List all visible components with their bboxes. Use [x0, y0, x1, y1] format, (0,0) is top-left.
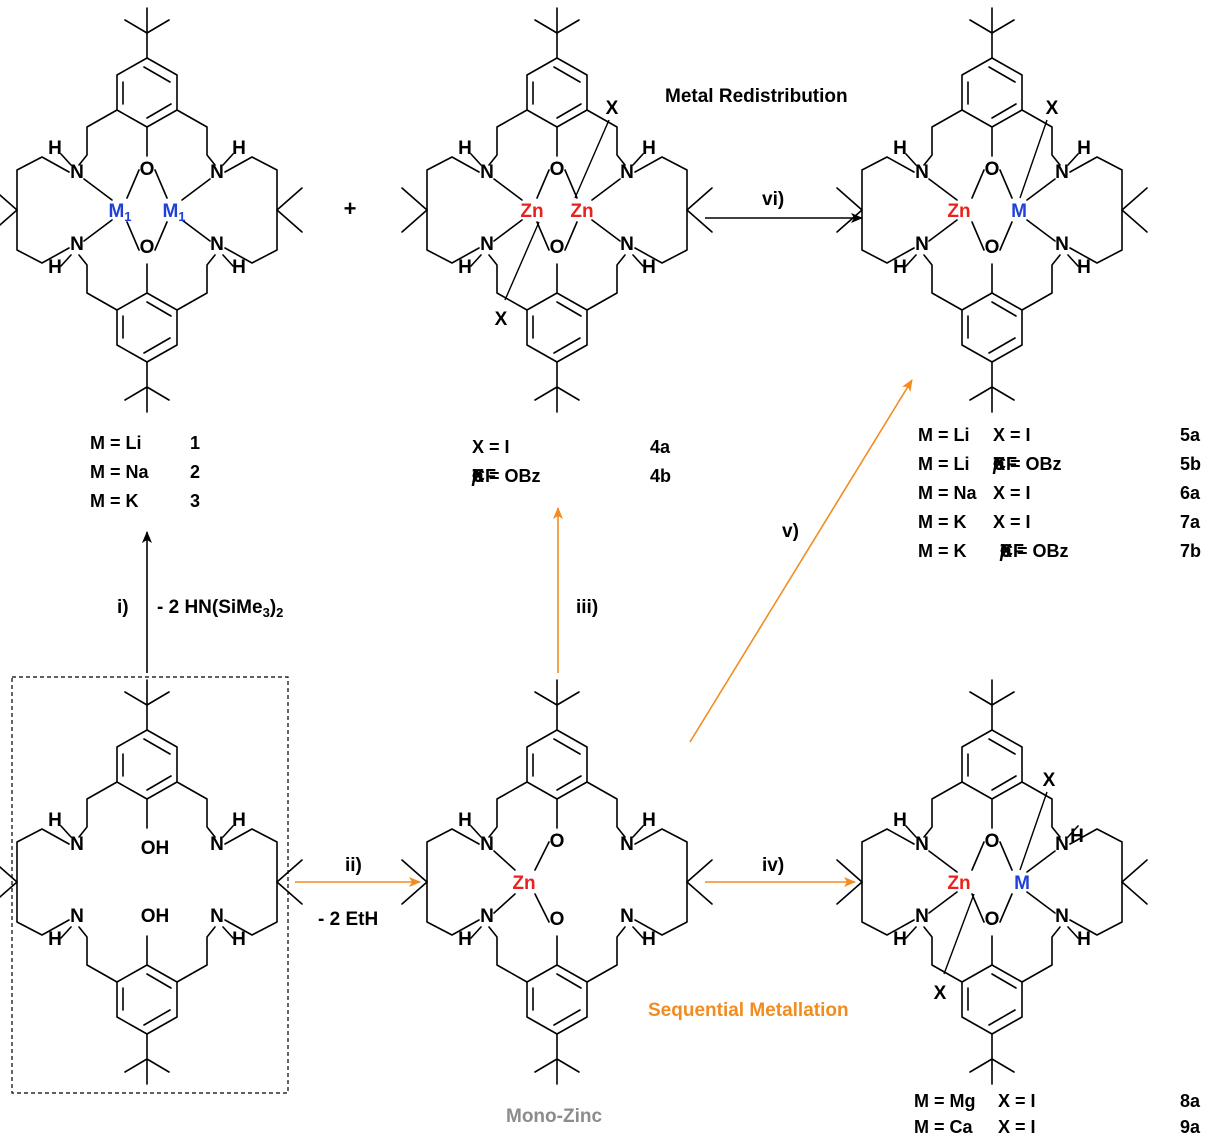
ligand-x: X	[495, 309, 508, 330]
atom-h: H	[458, 929, 472, 950]
atom-h: H	[893, 929, 907, 950]
molecule-zinc-metal: N N N N H H H H O O Zn M X	[836, 7, 1148, 413]
atom-h: H	[232, 929, 246, 950]
atom-oh: OH	[141, 838, 170, 859]
heading-sequential-metallation: Sequential Metallation	[648, 1000, 849, 1021]
atom-n: N	[210, 834, 224, 855]
atom-o: O	[550, 831, 565, 852]
atom-h: H	[1077, 138, 1091, 159]
atom-o: O	[985, 831, 1000, 852]
metal-zn: Zn	[947, 873, 970, 894]
atom-n: N	[915, 234, 929, 255]
metal-zn: Zn	[520, 201, 543, 222]
atom-h: H	[48, 929, 62, 950]
step-i-byproduct: - 2 HN(SiMe3)2	[157, 597, 284, 620]
atom-h: H	[48, 810, 62, 831]
ligand-x: X	[1046, 98, 1059, 119]
atom-o: O	[550, 909, 565, 930]
atom-n: N	[620, 162, 634, 183]
atom-n: N	[915, 834, 929, 855]
label-mono-zinc: Mono-Zinc	[506, 1106, 603, 1127]
atom-h: H	[893, 257, 907, 278]
atom-h: H	[893, 810, 907, 831]
atom-n: N	[915, 906, 929, 927]
atom-n: N	[480, 162, 494, 183]
step-iii-label: iii)	[576, 597, 599, 618]
plus-sign: +	[344, 196, 357, 221]
atom-n: N	[1055, 834, 1069, 855]
step-i-label: i)	[117, 597, 129, 618]
atom-n: N	[1055, 234, 1069, 255]
atom-n: N	[210, 162, 224, 183]
atom-h: H	[458, 138, 472, 159]
atom-o: O	[550, 237, 565, 258]
atom-n: N	[70, 234, 84, 255]
atom-n: N	[1055, 906, 1069, 927]
metal-zn: Zn	[570, 201, 593, 222]
ligand-x: X	[934, 983, 947, 1004]
atom-h: H	[642, 810, 656, 831]
molecule-ligand: N N N N H H H H OH OH	[0, 679, 303, 1085]
atom-h: H	[458, 810, 472, 831]
metal-m1: M1	[162, 201, 185, 224]
atom-h: H	[1077, 929, 1091, 950]
atom-h: H	[1077, 257, 1091, 278]
atom-o: O	[985, 237, 1000, 258]
atom-o: O	[985, 159, 1000, 180]
atom-n: N	[70, 906, 84, 927]
atom-n: N	[620, 234, 634, 255]
atom-n: N	[480, 834, 494, 855]
metal-m: M	[1014, 873, 1030, 894]
atom-n: N	[620, 906, 634, 927]
atom-h: H	[48, 257, 62, 278]
atom-n: N	[210, 906, 224, 927]
molecule-dimetal: N N N N H H H H O O M1 M1	[0, 7, 303, 413]
molecule-mono-zinc: N N N N H H H H O O Zn	[401, 679, 713, 1085]
atom-o: O	[550, 159, 565, 180]
step-iv-label: iv)	[762, 855, 785, 876]
atom-n: N	[915, 162, 929, 183]
atom-h: H	[893, 138, 907, 159]
molecule-dizinc: N N N N H H H H O O Zn Zn X X	[401, 7, 713, 413]
metal-zn: Zn	[512, 873, 535, 894]
atom-h: H	[642, 929, 656, 950]
atom-n: N	[1055, 162, 1069, 183]
atom-h: H	[232, 257, 246, 278]
step-vi-label: vi)	[762, 189, 785, 210]
atom-oh: OH	[141, 906, 170, 927]
atom-n: N	[70, 834, 84, 855]
ligand-x: X	[1043, 770, 1056, 791]
molecule-zinc-alkaline-earth: N N N N H H H H O O Zn M X X	[836, 679, 1148, 1085]
ligand-x: X	[606, 98, 619, 119]
metal-m: M	[1011, 201, 1027, 222]
atom-h: H	[642, 138, 656, 159]
step-ii-label: ii)	[345, 855, 362, 876]
atom-h: H	[232, 138, 246, 159]
metal-m1: M1	[108, 201, 131, 224]
atom-h: H	[642, 257, 656, 278]
arrow-v	[689, 379, 913, 743]
atom-o: O	[140, 159, 155, 180]
ligand-highlight-box	[11, 676, 289, 1094]
metal-zn: Zn	[947, 201, 970, 222]
atom-o: O	[985, 909, 1000, 930]
atom-h: H	[48, 138, 62, 159]
atom-n: N	[70, 162, 84, 183]
atom-h: H	[232, 810, 246, 831]
atom-n: N	[210, 234, 224, 255]
atom-h: H	[1070, 826, 1084, 847]
atom-h: H	[458, 257, 472, 278]
atom-n: N	[480, 234, 494, 255]
heading-metal-redistribution: Metal Redistribution	[665, 86, 848, 107]
step-ii-byproduct: - 2 EtH	[318, 909, 379, 930]
atom-n: N	[480, 906, 494, 927]
atom-o: O	[140, 237, 155, 258]
atom-n: N	[620, 834, 634, 855]
step-v-label: v)	[782, 521, 799, 542]
